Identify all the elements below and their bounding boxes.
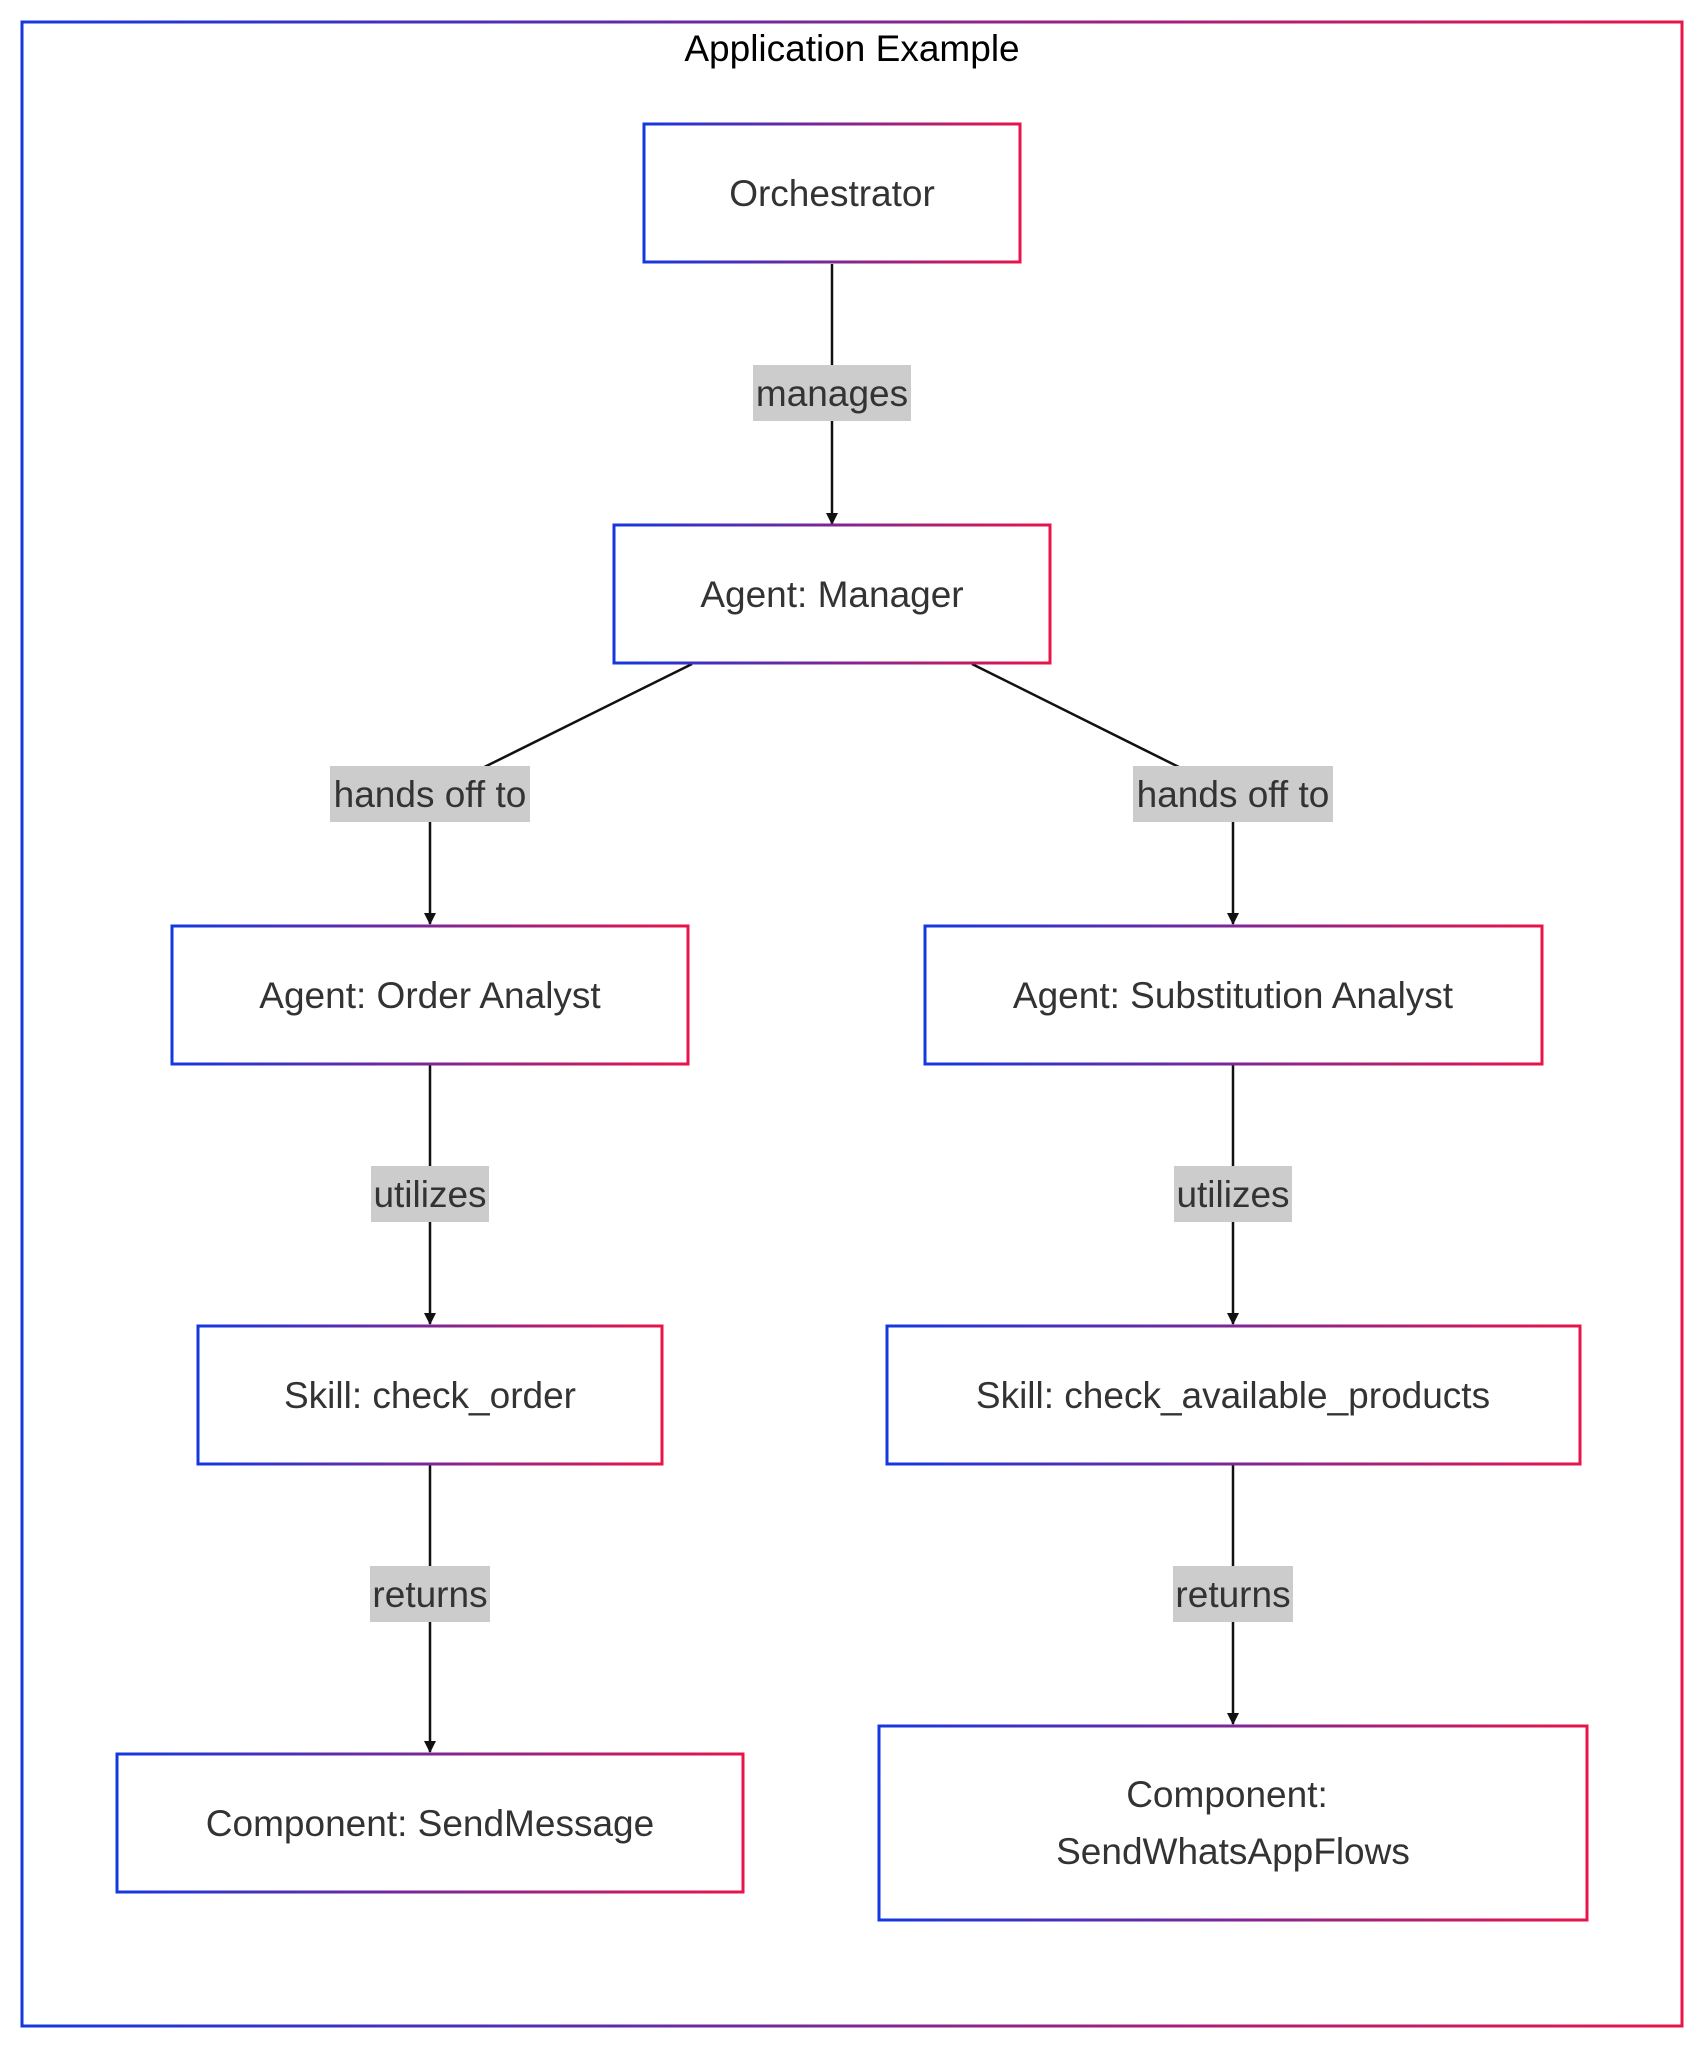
node-agent-order-analyst[interactable]: Agent: Order Analyst: [170, 924, 690, 1066]
node-skill-check-available-products[interactable]: Skill: check_available_products: [885, 1324, 1582, 1466]
node-label: Orchestrator: [729, 173, 935, 214]
edge-label-manages: manages: [753, 365, 911, 421]
edge-label-text: utilizes: [373, 1174, 486, 1215]
node-box: [642, 122, 1022, 264]
node-box: [115, 1752, 745, 1894]
node-box: [885, 1324, 1582, 1466]
node-label: Skill: check_order: [284, 1375, 576, 1416]
edge-label-hands-off-to-substitution: hands off to: [1133, 766, 1333, 822]
node-orchestrator[interactable]: Orchestrator: [642, 122, 1022, 264]
node-label-line-2: SendWhatsAppFlows: [1056, 1831, 1410, 1872]
edge-label-text: manages: [756, 373, 908, 414]
edge-label-text: utilizes: [1176, 1174, 1289, 1215]
node-skill-check-order[interactable]: Skill: check_order: [196, 1324, 664, 1466]
node-box: [170, 924, 690, 1066]
node-component-send-whatsapp-flows[interactable]: Component: SendWhatsAppFlows: [877, 1724, 1589, 1922]
node-component-send-message[interactable]: Component: SendMessage: [115, 1752, 745, 1894]
edge-label-utilizes-order: utilizes: [371, 1166, 489, 1222]
node-label: Skill: check_available_products: [976, 1375, 1490, 1416]
node-agent-substitution-analyst[interactable]: Agent: Substitution Analyst: [923, 924, 1544, 1066]
node-box: [196, 1324, 664, 1466]
edge-label-text: returns: [372, 1574, 487, 1615]
edge-label-text: hands off to: [334, 774, 527, 815]
edge-label-bg: [753, 365, 911, 421]
node-label-line-1: Component:: [1126, 1774, 1328, 1815]
cluster-title: Application Example: [684, 28, 1019, 69]
edge-label-returns-products: returns: [1173, 1566, 1293, 1622]
node-label: Agent: Manager: [700, 574, 963, 615]
node-label: Component: SendMessage: [206, 1803, 654, 1844]
node-box: [612, 523, 1052, 665]
edge-label-utilizes-substitution: utilizes: [1174, 1166, 1292, 1222]
edge-label-bg: [1133, 766, 1333, 822]
application-cluster: [20, 20, 1684, 2028]
edge-label-returns-order: returns: [370, 1566, 490, 1622]
edge-label-bg: [370, 1566, 490, 1622]
node-box: [877, 1724, 1589, 1922]
edge-label-text: hands off to: [1137, 774, 1330, 815]
edge-label-hands-off-to-order: hands off to: [330, 766, 530, 822]
node-agent-manager[interactable]: Agent: Manager: [612, 523, 1052, 665]
node-label: Agent: Order Analyst: [259, 975, 601, 1016]
edge-label-bg: [1174, 1166, 1292, 1222]
node-box: [923, 924, 1544, 1066]
edge-label-bg: [330, 766, 530, 822]
edge-label-bg: [371, 1166, 489, 1222]
edge-label-text: returns: [1175, 1574, 1290, 1615]
edge-label-bg: [1173, 1566, 1293, 1622]
node-label: Agent: Substitution Analyst: [1013, 975, 1454, 1016]
